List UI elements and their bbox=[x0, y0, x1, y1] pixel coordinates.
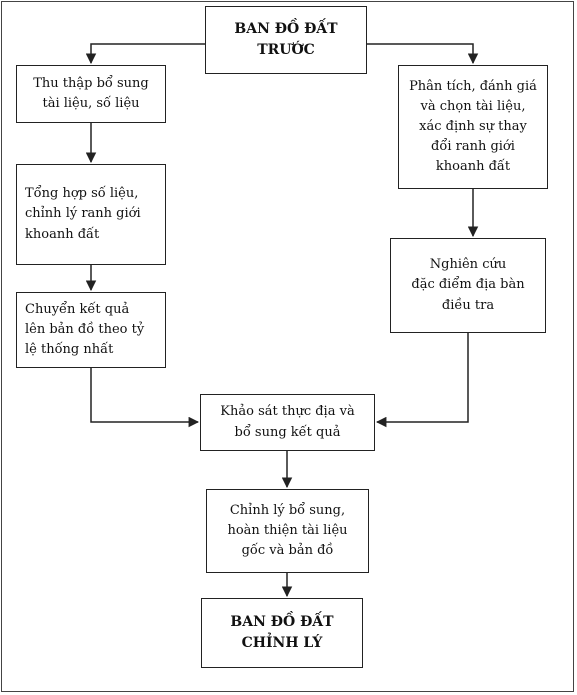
node-survey: Khảo sát thực địa và bổ sung kết quả bbox=[200, 394, 375, 451]
node-start: BAN ĐỒ ĐẤT TRƯỚC bbox=[205, 6, 367, 74]
node-end: BAN ĐỒ ĐẤT CHỈNH LÝ bbox=[201, 598, 363, 668]
node-synthesize: Tổng hợp số liệu, chỉnh lý ranh giới kho… bbox=[16, 164, 166, 265]
node-study: Nghiên cứu đặc điểm địa bàn điều tra bbox=[390, 238, 546, 333]
node-revise: Chỉnh lý bổ sung, hoàn thiện tài liệu gố… bbox=[206, 489, 369, 573]
node-collect: Thu thập bổ sung tài liệu, số liệu bbox=[16, 65, 166, 123]
node-transfer: Chuyển kết quả lên bản đồ theo tỷ lệ thố… bbox=[16, 292, 166, 368]
node-analyze: Phân tích, đánh giá và chọn tài liệu, xá… bbox=[398, 65, 548, 189]
